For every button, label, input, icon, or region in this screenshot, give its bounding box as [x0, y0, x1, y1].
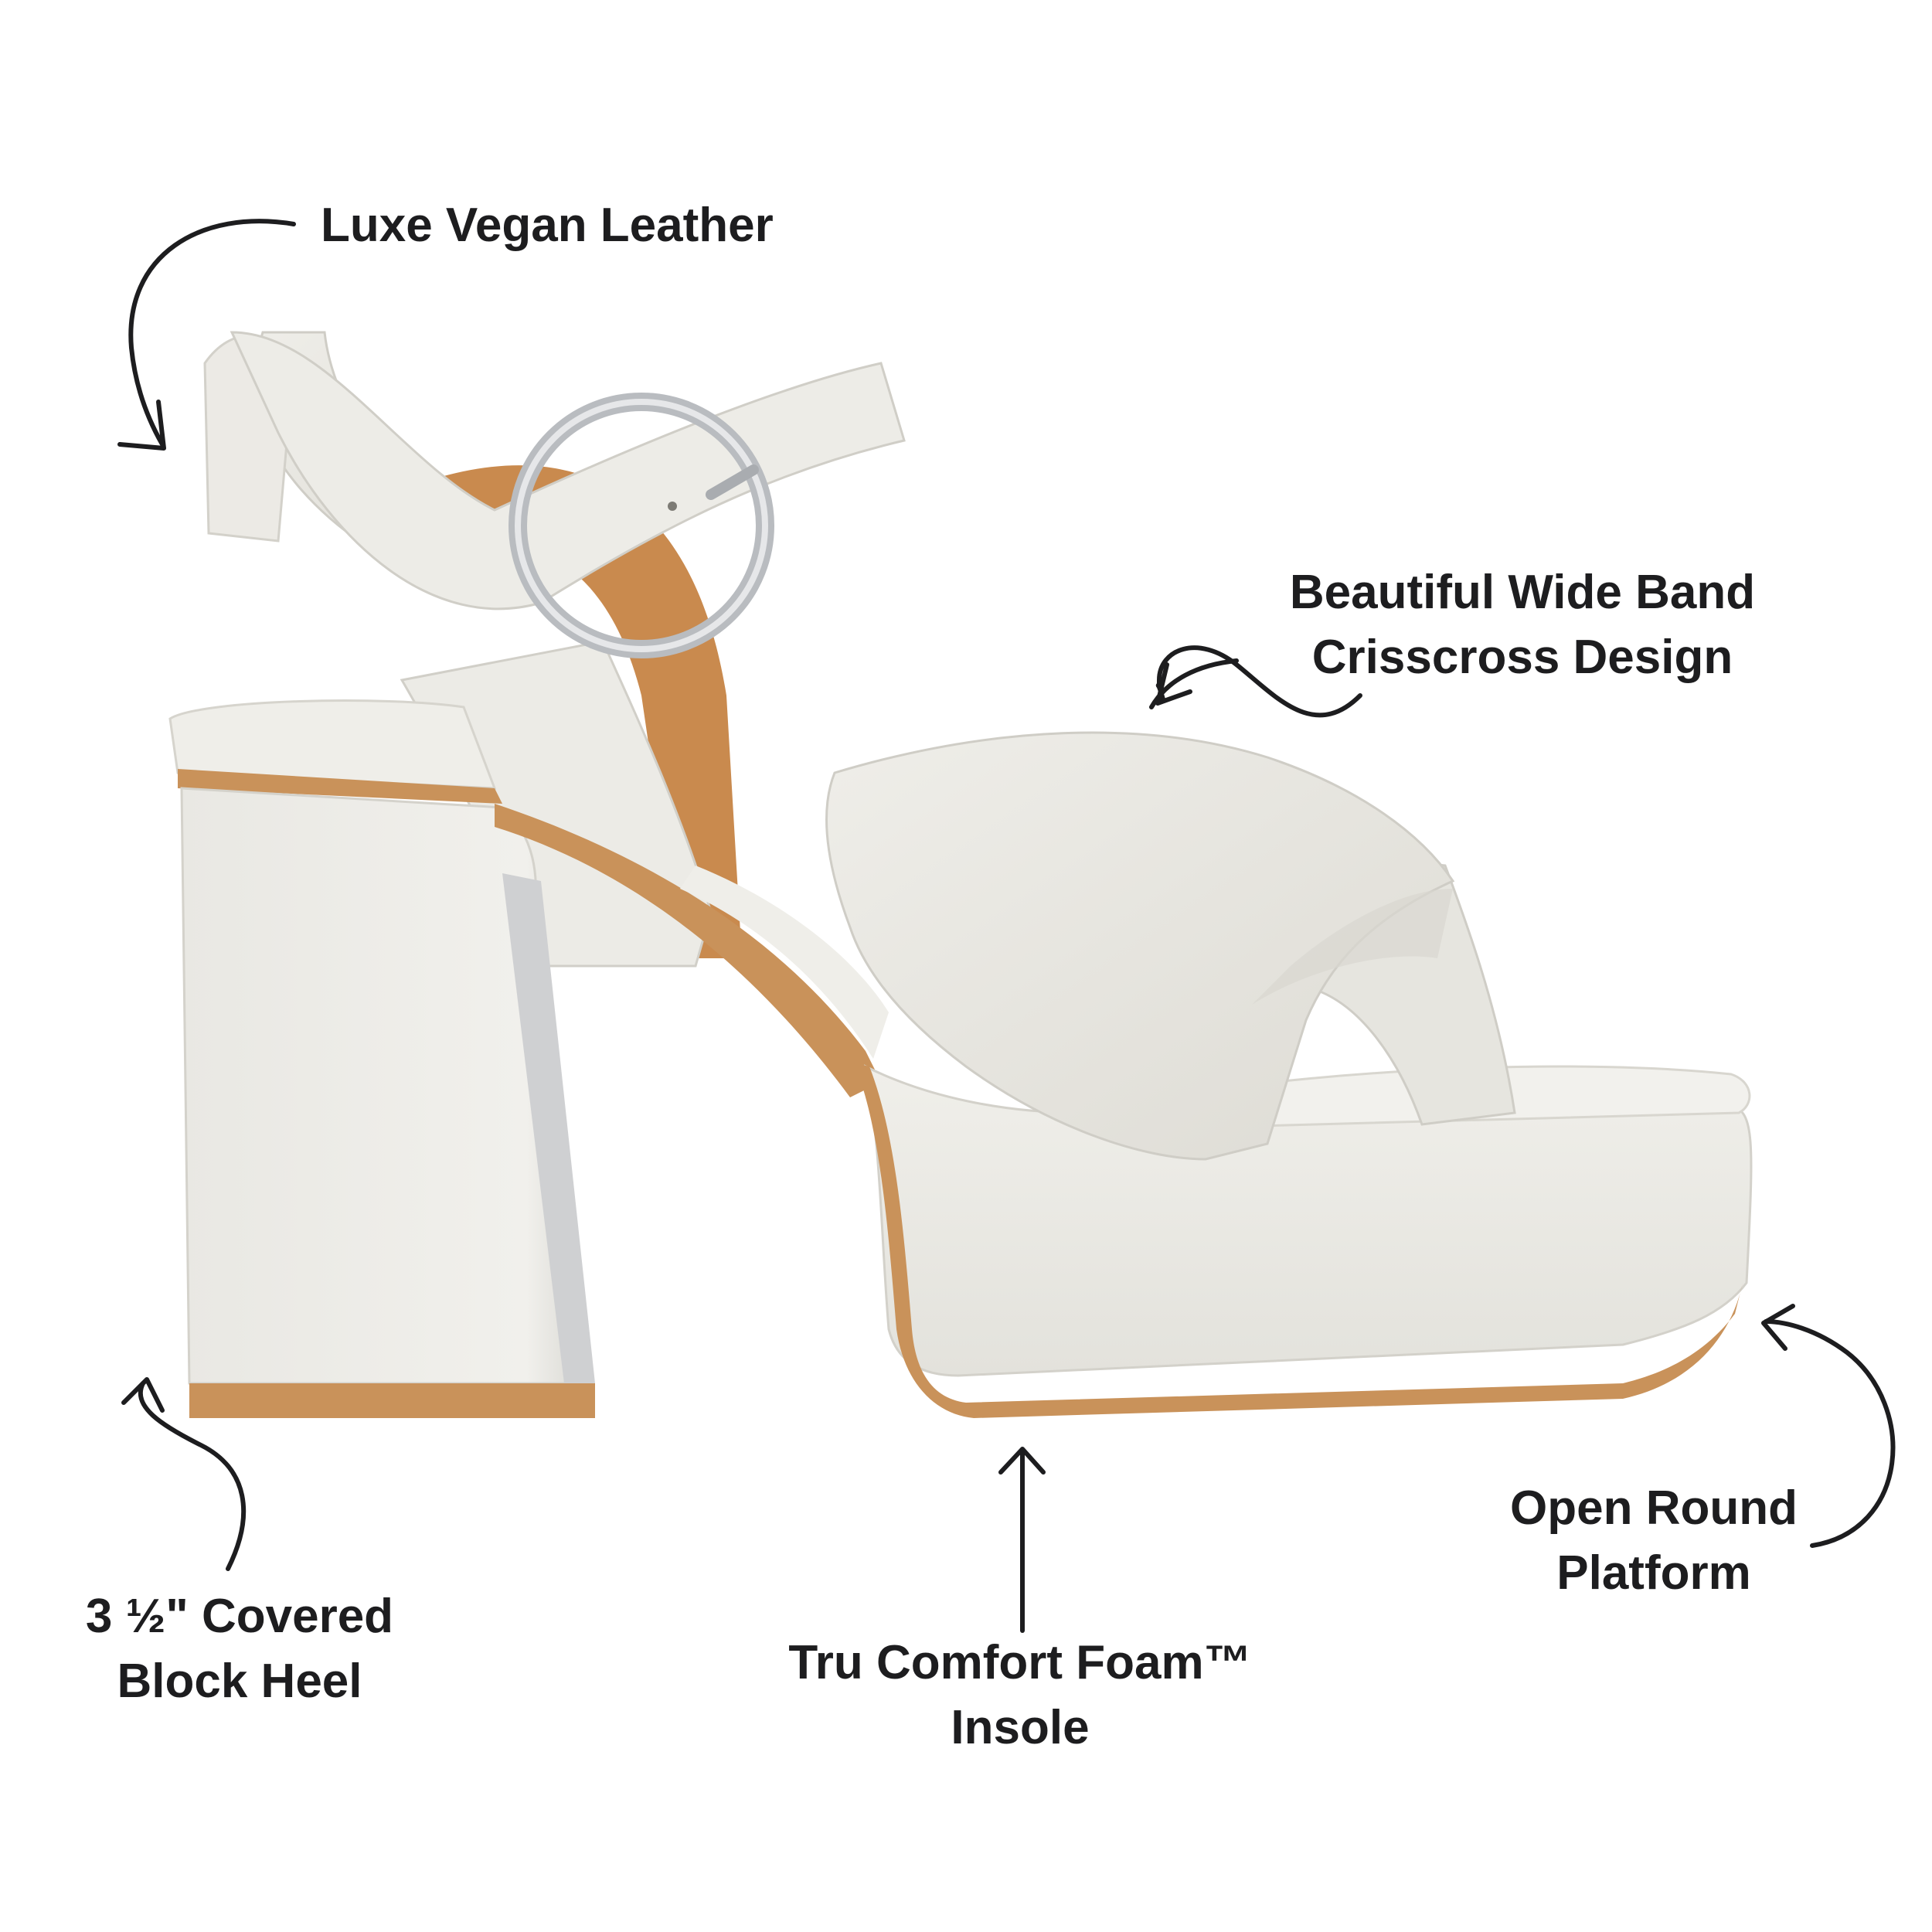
callout-crisscross: Beautiful Wide Band Crisscross Design	[1236, 560, 1808, 690]
band-fold-shadow	[1252, 889, 1453, 1005]
wavy-arrow-icon	[1149, 645, 1362, 718]
callout-line: Open Round	[1510, 1481, 1798, 1535]
block-heel	[180, 787, 589, 1385]
heel-seat-edge	[178, 769, 502, 804]
straight-arrow-icon	[998, 1447, 1046, 1633]
callout-line: Luxe Vegan Leather	[321, 199, 774, 252]
callout-insole: Tru Comfort Foam™ Insole	[742, 1631, 1298, 1760]
callout-line: Crisscross Design	[1311, 631, 1733, 684]
callout-line: Insole	[951, 1701, 1090, 1754]
heel-tip	[189, 1383, 595, 1418]
callout-line: Tru Comfort Foam™	[788, 1636, 1252, 1689]
curved-arrow-icon	[121, 1377, 247, 1571]
footbed-edge	[495, 804, 881, 1097]
callout-block-heel: 3 ½" Covered Block Heel	[46, 1584, 433, 1714]
heel-side	[502, 873, 595, 1383]
footbed	[680, 866, 889, 1059]
curved-arrow-icon	[1761, 1304, 1896, 1548]
crisscross-band-front	[825, 731, 1455, 1161]
callout-line: Beautiful Wide Band	[1289, 566, 1756, 619]
callout-line: Platform	[1556, 1546, 1751, 1600]
callout-line: 3 ½" Covered	[85, 1590, 394, 1643]
callout-line: Block Heel	[117, 1655, 362, 1708]
ankle-strap-front	[230, 331, 906, 611]
buckle-icon	[509, 393, 774, 658]
heel-seat	[168, 699, 497, 790]
curved-arrow-icon	[117, 219, 296, 451]
callout-vegan-leather: Luxe Vegan Leather	[321, 193, 774, 258]
callout-platform: Open Round Platform	[1468, 1476, 1839, 1606]
platform	[863, 1064, 1753, 1377]
platform-sole-edge	[854, 1063, 1743, 1418]
